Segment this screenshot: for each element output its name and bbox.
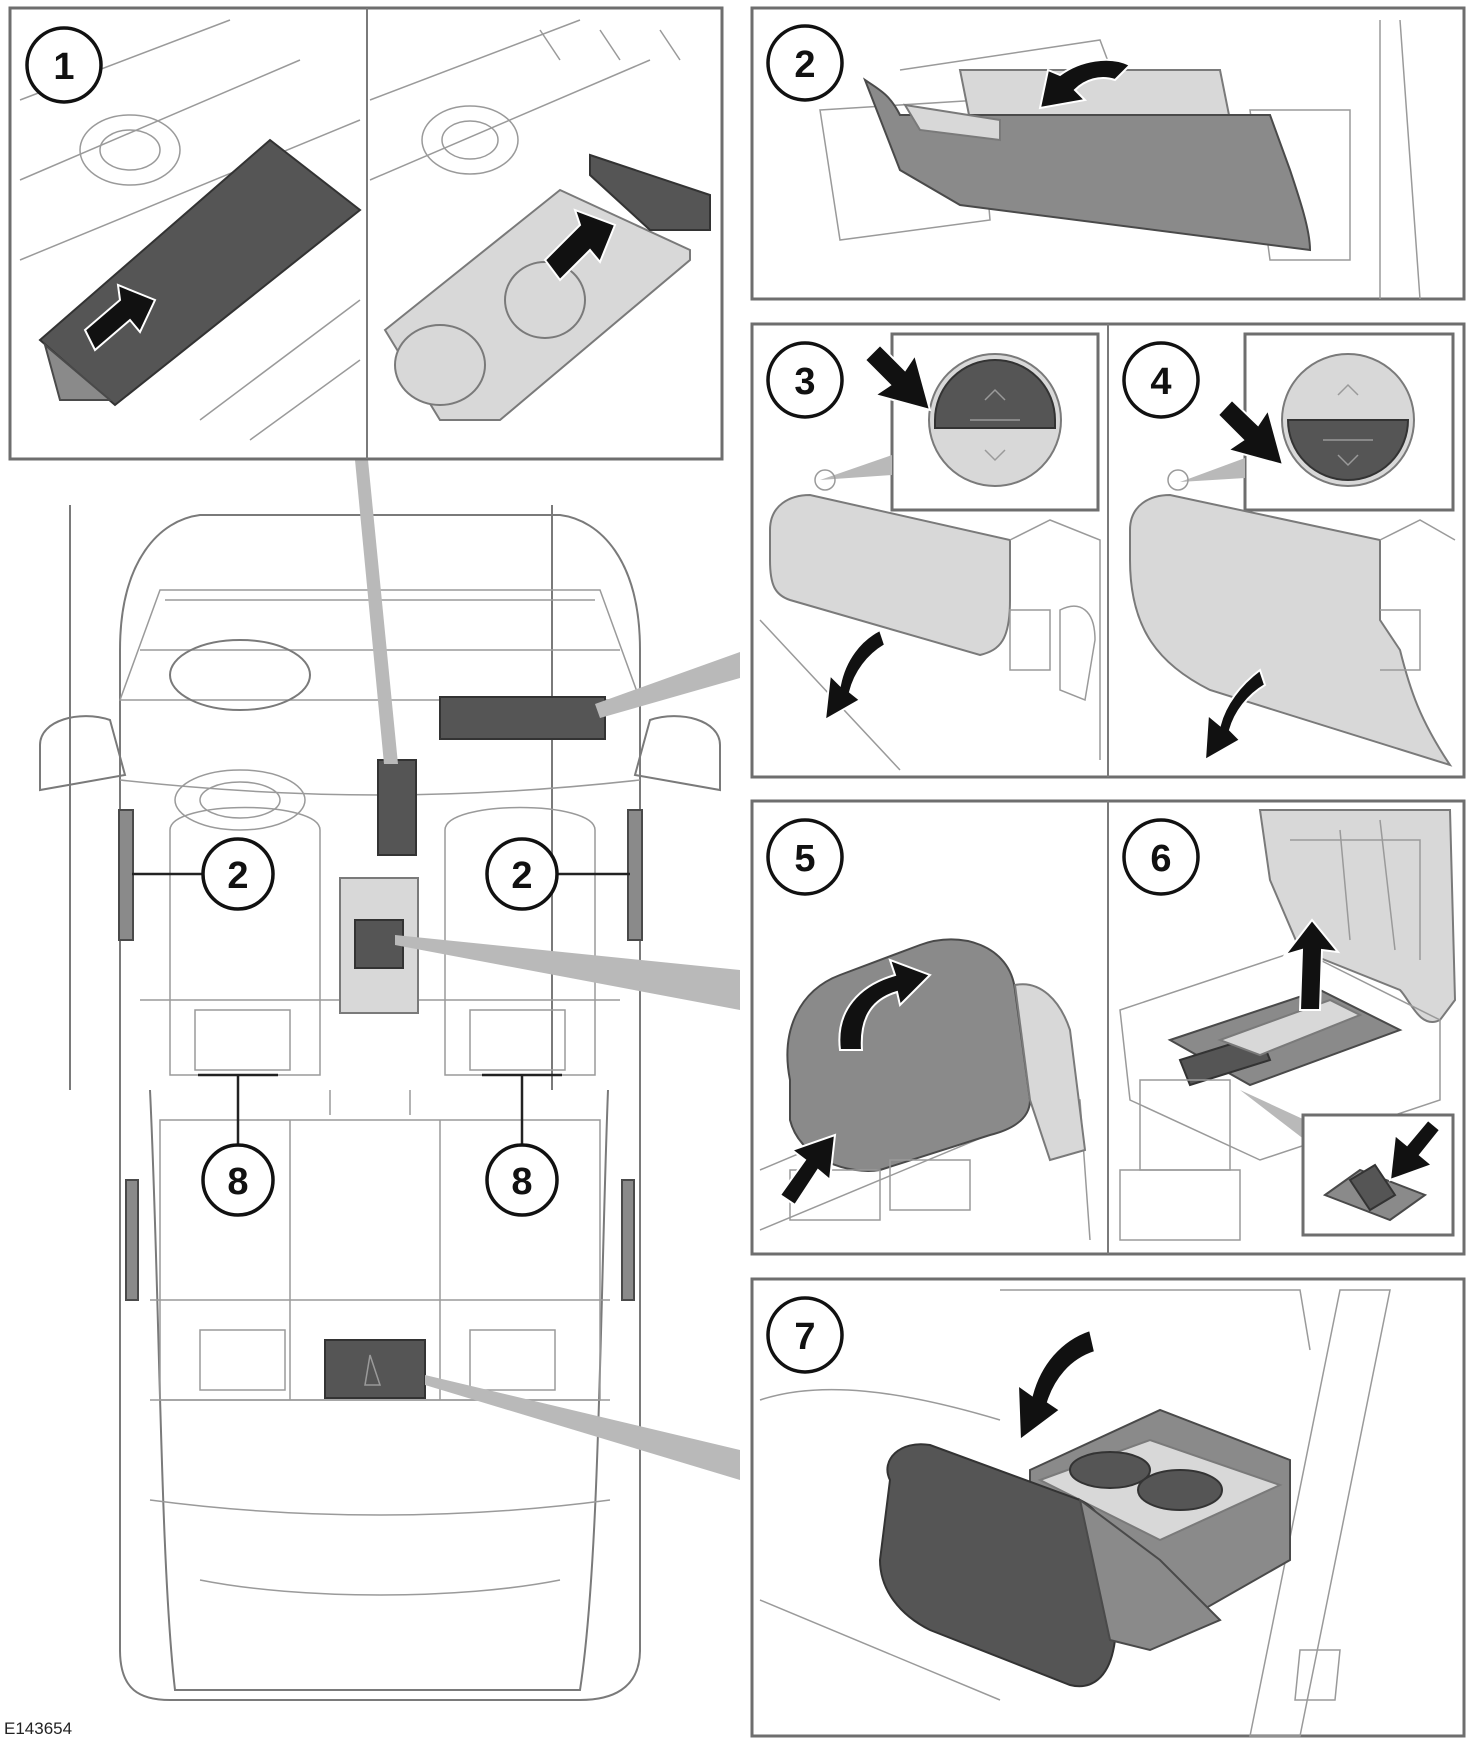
lift-arrow-icon [838,958,932,1051]
panel-7-callout: 7 [766,1296,844,1374]
panel-4-number: 4 [1150,361,1171,403]
pointer-panel-1 [355,460,398,764]
panel-6-callout: 6 [1122,818,1200,896]
svg-text:8: 8 [227,1161,248,1203]
down-arrow-icon [1038,58,1132,110]
down-arrow-icon [823,628,887,722]
figure-reference-code: E143654 [4,1719,73,1738]
car-callout-seat-left: 8 [198,1073,278,1217]
press-arrow-icon [863,343,932,412]
car-callout-door-left: 2 [132,837,275,911]
panel-7: 7 [750,1277,1466,1738]
car-callout-seat-right: 8 [482,1073,562,1217]
slide-arrow-icon [543,208,617,282]
panel-6: 6 [1119,809,1457,1241]
car-top-view [39,505,721,1701]
panel-4-callout: 4 [1122,341,1200,419]
panel-1: 1 [8,6,724,461]
pointer-panel-3 [595,652,740,718]
pointer-panel-7 [425,1375,740,1480]
panel-3-callout: 3 [766,341,844,419]
panel-3-number: 3 [794,361,815,403]
lift-arrow-icon [1282,918,1341,1011]
panel-1-callout: 1 [25,26,103,104]
panel-2: 2 [750,6,1466,301]
svg-text:2: 2 [227,855,248,897]
panel-7-number: 7 [794,1316,815,1358]
panel-5-callout: 5 [766,818,844,896]
panel-2-number: 2 [794,44,815,86]
svg-text:8: 8 [511,1161,532,1203]
car-callout-door-right: 2 [485,837,630,911]
pointer-panel-5 [395,935,740,1010]
down-arrow-icon [1203,668,1267,762]
panel-1-number: 1 [53,46,74,88]
panel-6-number: 6 [1150,838,1171,880]
panel-4: 4 [1122,332,1456,767]
panel-2-callout: 2 [766,24,844,102]
press-arrow-icon [1388,1118,1442,1182]
slide-arrow-icon [83,283,157,352]
down-arrow-icon [1016,1328,1097,1442]
press-arrow-icon [778,1133,837,1207]
panel-5-number: 5 [794,838,815,880]
press-arrow-icon [1216,398,1285,467]
svg-text:2: 2 [511,855,532,897]
pointer-wedges [355,460,740,1480]
